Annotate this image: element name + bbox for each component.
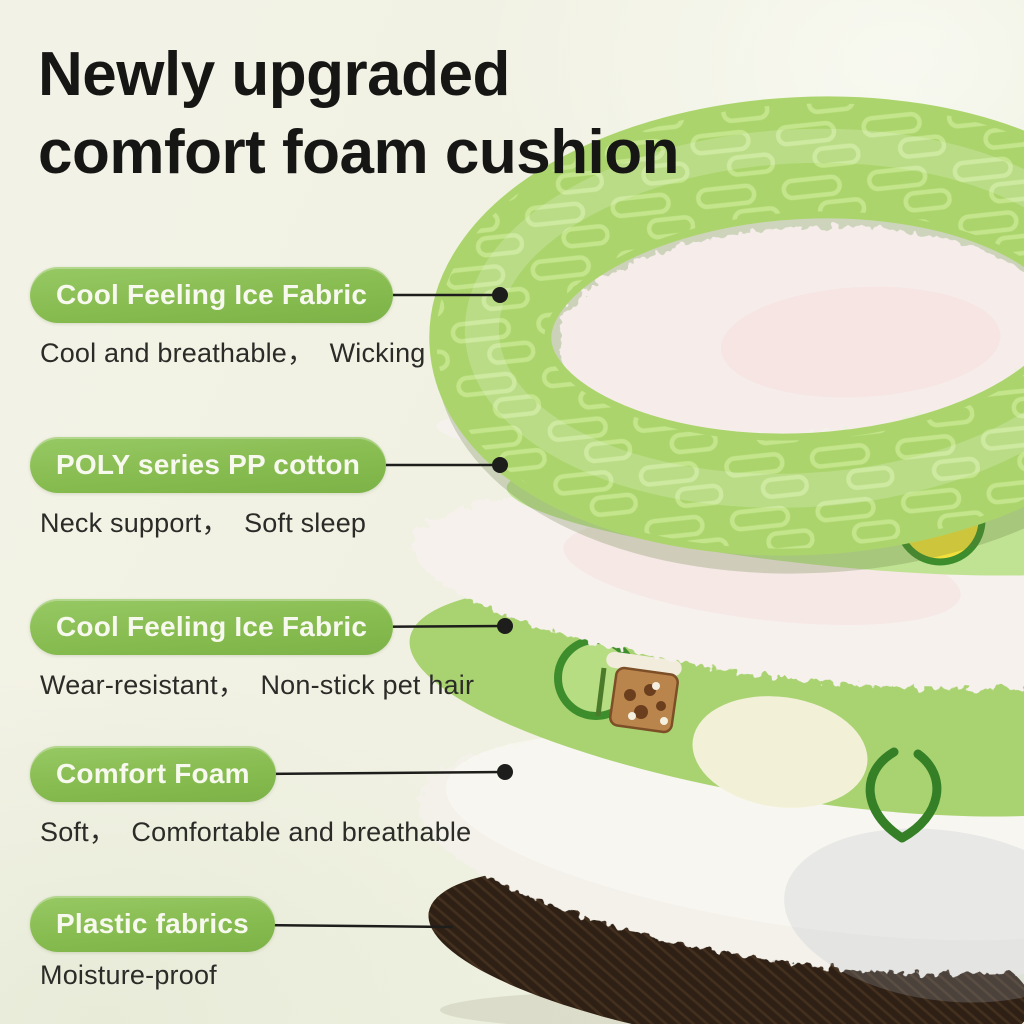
top-ring-layer — [429, 96, 1024, 556]
cartoon-straw — [595, 667, 607, 717]
leader-line — [338, 624, 507, 629]
cartoon-leaf — [865, 747, 942, 843]
leader-line — [248, 923, 454, 929]
leader-dot — [497, 618, 513, 634]
leader-dot — [492, 457, 508, 473]
leader-dot — [492, 287, 508, 303]
cartoon-prints — [554, 636, 942, 843]
cartoon-bubble-tea — [606, 651, 682, 734]
leader-dot — [497, 764, 513, 780]
cushion-center-fluff — [557, 226, 1024, 434]
leader-line — [248, 770, 507, 776]
cartoon-cream-blob — [692, 696, 868, 808]
